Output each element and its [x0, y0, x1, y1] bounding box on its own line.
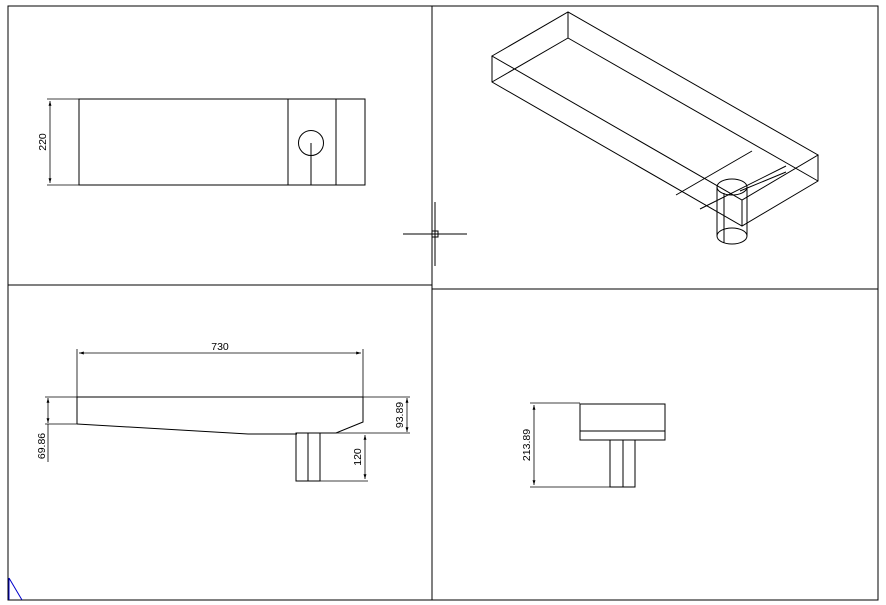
iso-division-line	[699, 165, 787, 210]
viewport-frames	[7, 5, 879, 601]
dim-label-total-height: 213.89	[521, 429, 533, 461]
viewport-top-view[interactable]: 220	[37, 98, 366, 186]
viewport-front-view[interactable]: 730 69.86 93.89 120	[36, 341, 410, 482]
plan-outline	[78, 98, 366, 186]
front-sloped-bottom	[76, 423, 297, 435]
viewport-side-view[interactable]: 213.89	[521, 402, 666, 488]
iso-post-bottom	[716, 227, 748, 245]
dim-label-right-height: 93.89	[394, 402, 406, 428]
drawing-border	[7, 5, 879, 601]
side-slab	[579, 403, 666, 441]
iso-hidden-edge	[567, 37, 819, 182]
dim-label-length: 730	[211, 341, 229, 353]
iso-top-face	[491, 11, 819, 201]
iso-hidden-edge	[491, 37, 569, 83]
dim-label-post-height: 120	[352, 448, 364, 466]
viewport-isometric-view[interactable]	[491, 11, 819, 245]
crosshair-cursor-icon	[403, 202, 467, 266]
iso-division-line	[675, 150, 753, 196]
dim-label-left-height: 69.86	[36, 433, 48, 459]
iso-division-line	[739, 171, 787, 192]
iso-bottom-edges	[491, 56, 819, 227]
front-outline	[76, 396, 364, 434]
ucs-icon	[8, 577, 23, 601]
dim-label-width: 220	[37, 133, 49, 151]
